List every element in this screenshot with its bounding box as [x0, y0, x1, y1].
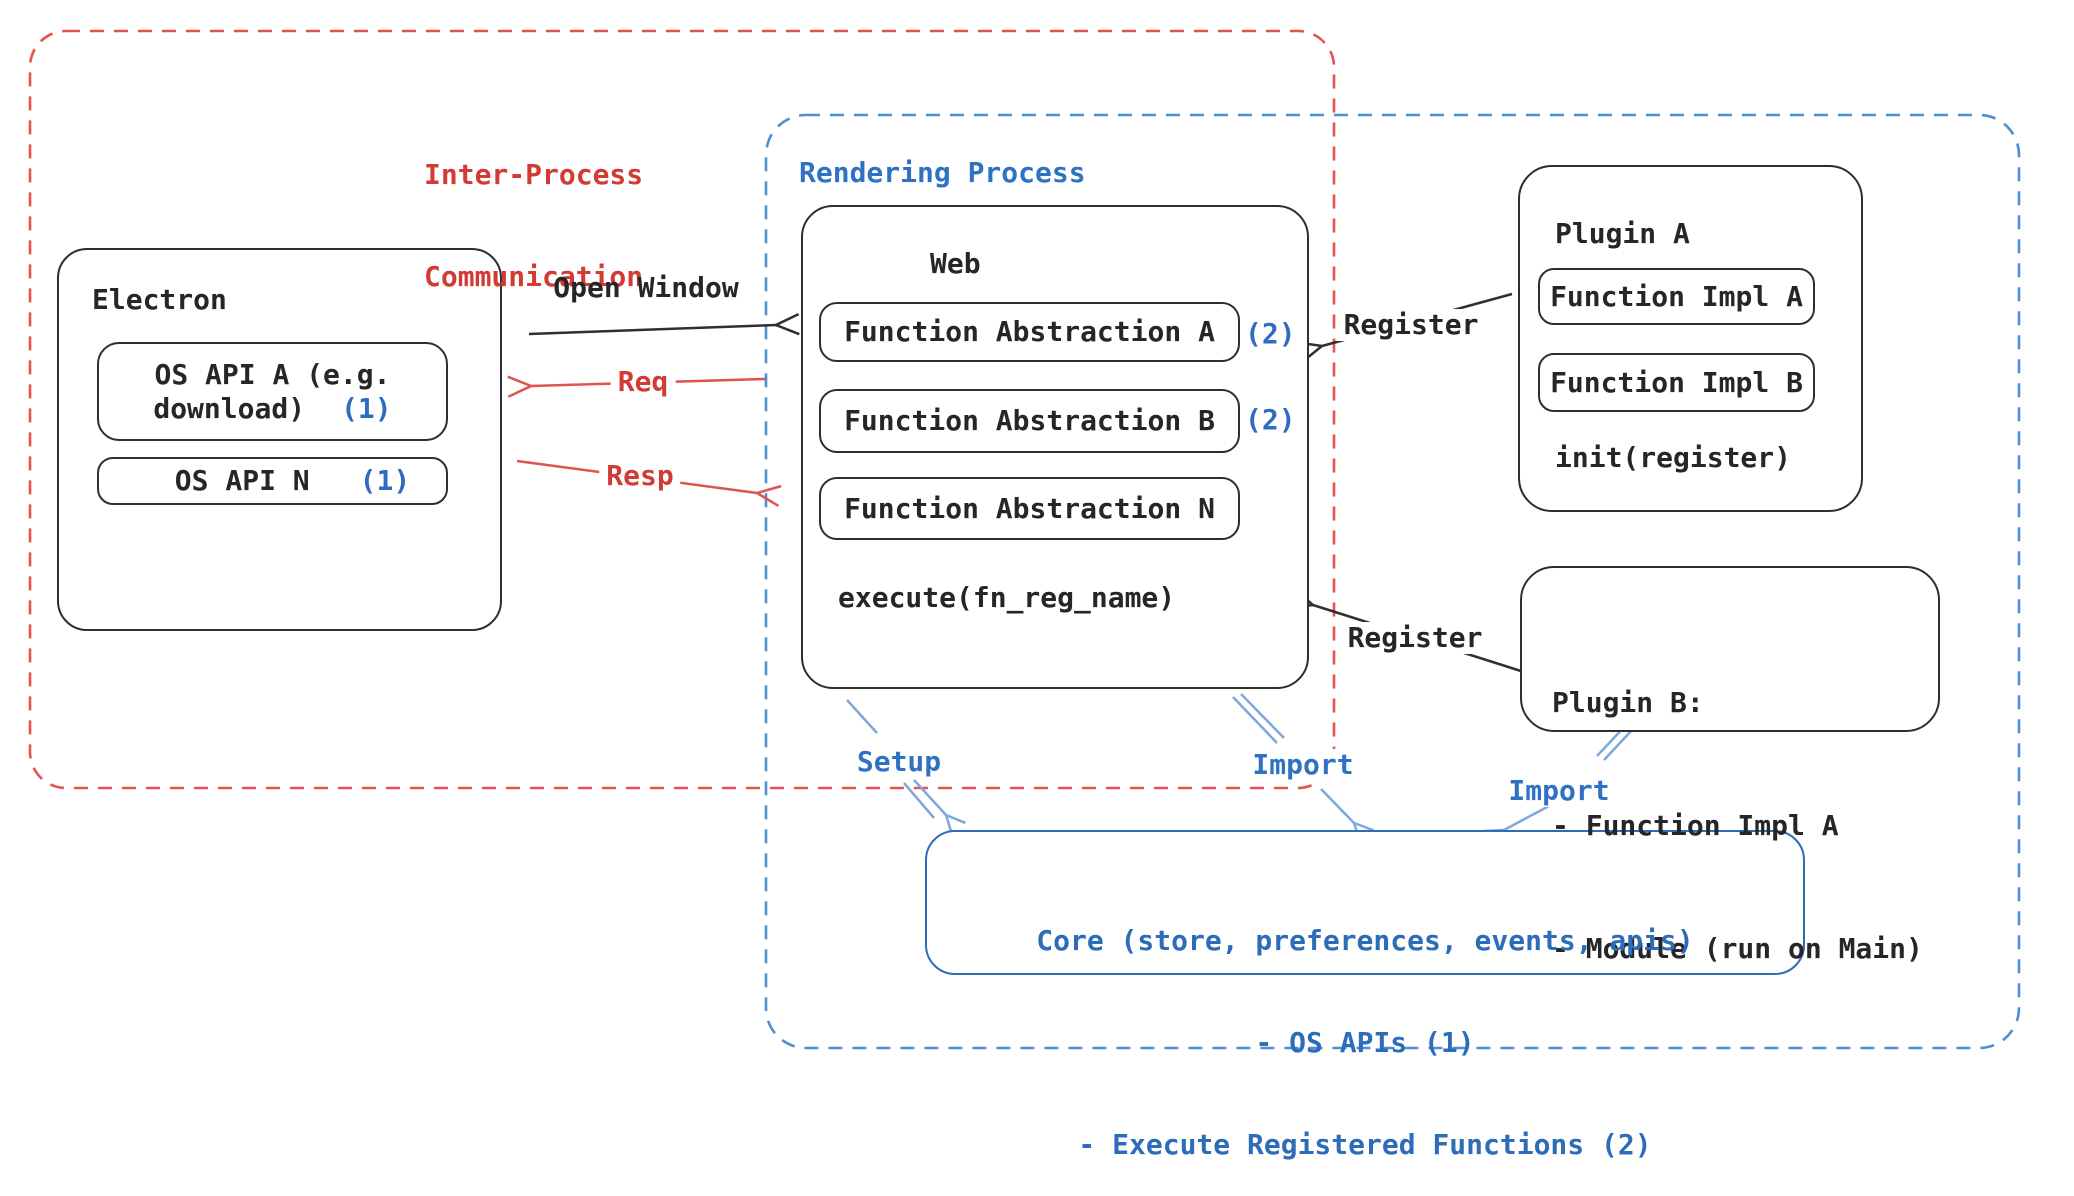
ipc-region-border: [28, 29, 1336, 790]
function-impl-b-label: Function Impl B: [1550, 365, 1803, 399]
electron-title: Electron: [92, 283, 227, 316]
os-api-n-label: OS API N(1): [174, 464, 411, 497]
plugin-a-box: [1518, 165, 1863, 512]
rendering-region-title: Rendering Process: [799, 156, 1086, 189]
web-execute-text: execute(fn_reg_name): [838, 581, 1176, 614]
function-impl-a-box: Function Impl A: [1538, 268, 1815, 325]
setup-label: Setup: [849, 746, 949, 778]
function-impl-a-label: Function Impl A: [1550, 279, 1803, 313]
function-impl-b-box: Function Impl B: [1538, 353, 1815, 412]
os-api-a-line2: download)(1): [153, 391, 392, 425]
plugin-b-item-2: - Module (run on Main): [1552, 932, 1923, 965]
open-window-arrow: [528, 325, 776, 334]
function-abstraction-a-box: Function Abstraction A: [819, 302, 1240, 362]
function-abstraction-b-label: Function Abstraction B: [844, 404, 1215, 437]
import-plugin-label: Import: [1501, 775, 1617, 807]
os-api-n-box: OS API N(1): [97, 457, 448, 505]
resp-label: Resp: [599, 460, 681, 492]
os-api-a-box: OS API A (e.g. download)(1): [97, 342, 448, 441]
import-web-arrow: [1232, 693, 1354, 823]
os-api-n-badge: (1): [359, 464, 411, 497]
plugin-b-text: Plugin B: - Function Impl A - Module (ru…: [1552, 600, 1923, 1010]
open-window-label: Open Window: [553, 271, 739, 304]
rendering-region-border: [764, 113, 2021, 1050]
setup-arrow: [846, 699, 946, 818]
function-abstraction-a-badge: (2): [1245, 317, 1296, 350]
import-web-label: Import: [1245, 749, 1361, 781]
function-abstraction-n-box: Function Abstraction N: [819, 477, 1240, 540]
web-title: Web: [930, 247, 981, 280]
os-api-a-line1: OS API A (e.g.: [154, 357, 391, 391]
req-label: Req: [610, 366, 676, 398]
core-item-1: - OS APIs (1): [1255, 1026, 1475, 1059]
register-bottom-label: Register: [1340, 622, 1490, 654]
core-title: Core (store, preferences, events, apis): [1036, 924, 1694, 957]
register-top-label: Register: [1336, 309, 1486, 341]
core-item-2: - Execute Registered Functions (2): [1078, 1128, 1652, 1161]
function-abstraction-b-badge: (2): [1245, 403, 1296, 436]
os-api-a-badge: (1): [341, 391, 392, 425]
core-text: Core (store, preferences, events, apis) …: [925, 856, 1805, 1196]
plugin-b-box: [1520, 566, 1940, 732]
plugin-b-title: Plugin B:: [1552, 686, 1704, 719]
plugin-a-init-text: init(register): [1555, 441, 1792, 474]
plugin-a-title: Plugin A: [1555, 217, 1690, 250]
function-abstraction-b-box: Function Abstraction B: [819, 389, 1240, 453]
plugin-b-item-1: - Function Impl A: [1552, 809, 1839, 842]
function-abstraction-n-label: Function Abstraction N: [844, 491, 1215, 525]
function-abstraction-a-label: Function Abstraction A: [844, 315, 1215, 348]
ipc-region-title: Inter-Process Communication: [424, 158, 644, 293]
